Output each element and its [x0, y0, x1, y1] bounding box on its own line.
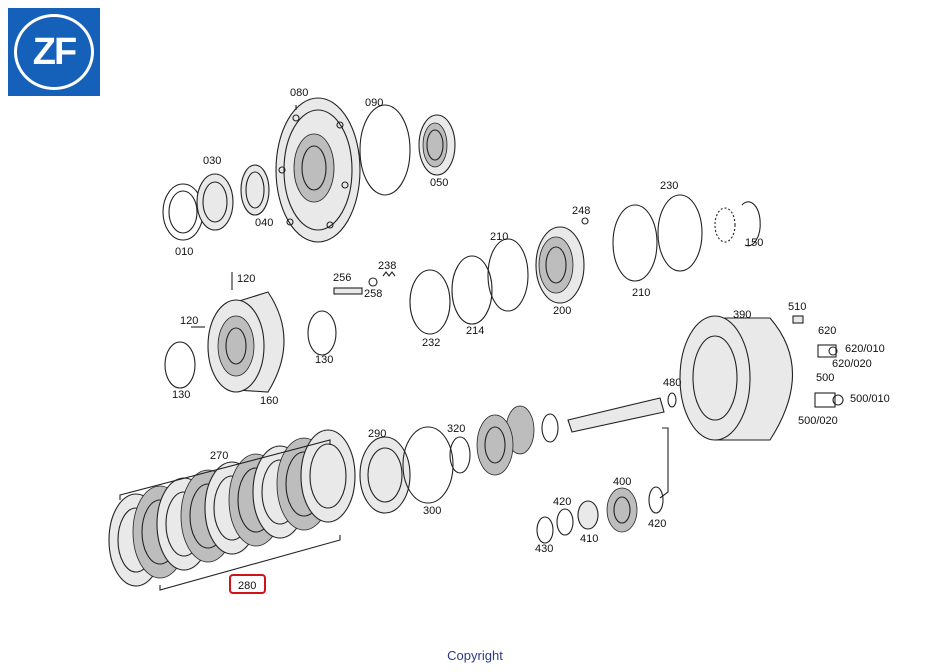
part-620-plug[interactable] — [817, 344, 838, 358]
part-256-bolt[interactable] — [333, 287, 363, 295]
label-480[interactable]: 480 — [663, 377, 681, 389]
label-200[interactable]: 200 — [553, 305, 571, 317]
label-214[interactable]: 214 — [466, 325, 484, 337]
label-238[interactable]: 238 — [378, 260, 396, 272]
part-230-ring[interactable] — [657, 194, 703, 272]
part-160-housing[interactable] — [207, 291, 285, 393]
part-130-ring-left[interactable] — [164, 341, 196, 389]
part-050-bearing[interactable] — [418, 114, 456, 176]
label-130-right[interactable]: 130 — [315, 354, 333, 366]
part-400-bearing[interactable] — [606, 487, 638, 533]
leader-line-shaft — [659, 427, 669, 499]
part-270-280-clutch-pack[interactable] — [108, 429, 356, 591]
part-030-bearing[interactable] — [196, 173, 234, 231]
label-120-left[interactable]: 120 — [180, 315, 198, 327]
label-230[interactable]: 230 — [660, 180, 678, 192]
label-256[interactable]: 256 — [333, 272, 351, 284]
part-080-hub[interactable] — [275, 97, 361, 243]
part-210-ring-upper[interactable] — [612, 204, 658, 282]
part-300-disc[interactable] — [402, 426, 454, 504]
label-410[interactable]: 410 — [580, 533, 598, 545]
label-130-left[interactable]: 130 — [172, 389, 190, 401]
part-320-ring[interactable] — [449, 436, 471, 474]
label-300[interactable]: 300 — [423, 505, 441, 517]
zf-logo-text: ZF — [32, 30, 77, 73]
part-040-bearing[interactable] — [240, 164, 270, 216]
part-510-breather[interactable] — [792, 315, 804, 324]
zf-logo: ZF — [8, 8, 100, 96]
label-030[interactable]: 030 — [203, 155, 221, 167]
label-420-right[interactable]: 420 — [648, 518, 666, 530]
label-090[interactable]: 090 — [365, 97, 383, 109]
part-390-housing[interactable] — [679, 315, 794, 441]
label-258[interactable]: 258 — [364, 288, 382, 300]
label-400[interactable]: 400 — [613, 476, 631, 488]
part-248-screw[interactable] — [581, 217, 589, 225]
label-248[interactable]: 248 — [572, 205, 590, 217]
part-214-ring[interactable] — [451, 255, 493, 325]
label-150[interactable]: 150 — [745, 237, 763, 249]
shaft[interactable] — [505, 397, 665, 455]
label-080[interactable]: 080 — [290, 87, 308, 99]
label-210-lower[interactable]: 210 — [632, 287, 650, 299]
part-430-ring[interactable] — [536, 516, 554, 544]
part-410-bearing[interactable] — [577, 500, 599, 530]
label-500-010[interactable]: 500/010 — [850, 393, 890, 405]
part-420-ring-right[interactable] — [648, 486, 664, 514]
label-270[interactable]: 270 — [210, 450, 228, 462]
label-040[interactable]: 040 — [255, 217, 273, 229]
label-620-020[interactable]: 620/020 — [832, 358, 872, 370]
label-280[interactable]: 280 — [238, 580, 256, 592]
label-120-upper[interactable]: 120 — [237, 273, 255, 285]
label-500-020[interactable]: 500/020 — [798, 415, 838, 427]
part-290-disc[interactable] — [359, 436, 411, 514]
part-258-washer[interactable] — [368, 277, 378, 287]
part-090-oring[interactable] — [359, 104, 411, 196]
part-500-plug[interactable] — [814, 392, 844, 408]
part-238-spring[interactable] — [382, 271, 396, 277]
part-200-carrier[interactable] — [535, 226, 585, 304]
zf-logo-ring: ZF — [14, 14, 94, 90]
label-210-upper[interactable]: 210 — [490, 231, 508, 243]
label-320[interactable]: 320 — [447, 423, 465, 435]
label-010[interactable]: 010 — [175, 246, 193, 258]
part-420-ring-left[interactable] — [556, 508, 574, 536]
sun-gear[interactable] — [476, 414, 514, 476]
label-050[interactable]: 050 — [430, 177, 448, 189]
part-280-highlight-box[interactable] — [229, 574, 266, 594]
label-620[interactable]: 620 — [818, 325, 836, 337]
label-500[interactable]: 500 — [816, 372, 834, 384]
label-420-upper[interactable]: 420 — [553, 496, 571, 508]
part-150-snapring[interactable] — [714, 201, 761, 247]
part-010-ring[interactable] — [162, 183, 204, 241]
label-160[interactable]: 160 — [260, 395, 278, 407]
copyright-text: Copyright — [447, 648, 503, 663]
label-430[interactable]: 430 — [535, 543, 553, 555]
part-130-ring-right[interactable] — [307, 310, 337, 356]
label-290[interactable]: 290 — [368, 428, 386, 440]
part-480-washer[interactable] — [667, 392, 677, 408]
label-510[interactable]: 510 — [788, 301, 806, 313]
part-210-ring-lower[interactable] — [487, 238, 529, 312]
label-232[interactable]: 232 — [422, 337, 440, 349]
label-390[interactable]: 390 — [733, 309, 751, 321]
part-232-disc[interactable] — [409, 269, 451, 335]
label-620-010[interactable]: 620/010 — [845, 343, 885, 355]
